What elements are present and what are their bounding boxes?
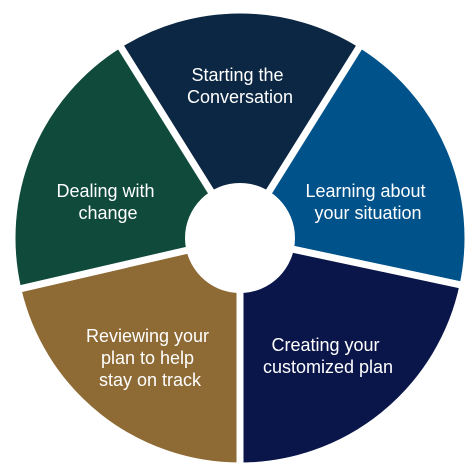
segment-reviewing-label-line-1: Reviewing your	[86, 326, 209, 346]
segment-starting-label-line-2: Conversation	[187, 87, 293, 107]
segment-starting-label: Starting the Conversation	[187, 65, 293, 107]
segment-creating-label: Creating your customized plan	[263, 335, 393, 377]
segment-dealing-shape	[8, 39, 246, 294]
segment-creating-plan: Creating your customized plan	[236, 233, 468, 470]
segment-starting-label-line-1: Starting the	[191, 65, 283, 85]
segment-reviewing-label-line-2: plan to help	[101, 348, 194, 368]
segment-starting-conversation: Starting the Conversation	[114, 6, 366, 245]
segment-reviewing-shape	[13, 233, 244, 470]
segment-starting-shape	[114, 6, 366, 245]
segment-creating-shape	[236, 233, 468, 470]
segment-learning-label: Learning about your situation	[305, 181, 430, 223]
center-hub	[185, 183, 295, 293]
segment-creating-label-line-1: Creating your	[271, 335, 379, 355]
segment-dealing-change: Dealing with change	[8, 39, 246, 294]
segment-learning-shape	[234, 39, 472, 290]
segment-dealing-label-line-1: Dealing with	[56, 181, 154, 201]
segment-learning-label-line-1: Learning about	[305, 181, 425, 201]
segment-learning-situation: Learning about your situation	[234, 39, 472, 290]
segment-learning-label-line-2: your situation	[314, 203, 421, 223]
segment-creating-label-line-2: customized plan	[263, 357, 393, 377]
segment-dealing-label-line-2: change	[78, 203, 137, 223]
segment-reviewing-label: Reviewing your plan to help stay on trac…	[86, 326, 214, 390]
segment-reviewing-label-line-3: stay on track	[99, 370, 202, 390]
segment-reviewing-plan: Reviewing your plan to help stay on trac…	[13, 233, 244, 470]
segment-dealing-label: Dealing with change	[56, 181, 159, 223]
